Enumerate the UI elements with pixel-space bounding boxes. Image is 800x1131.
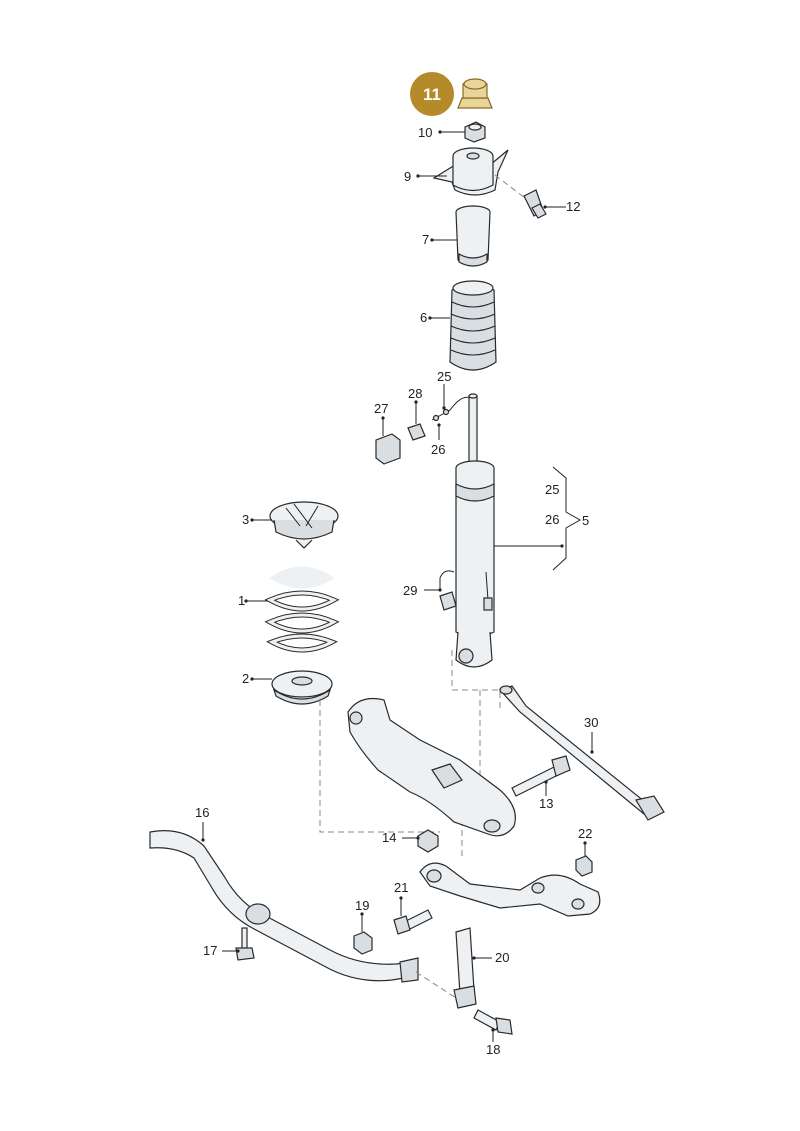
label-20: 20 bbox=[495, 950, 509, 965]
label-28: 28 bbox=[408, 386, 422, 401]
label-2: 2 bbox=[242, 671, 249, 686]
label-1: 1 bbox=[238, 593, 245, 608]
label-25-sensor: 25 bbox=[437, 369, 451, 384]
highlight-badge[interactable] bbox=[410, 72, 454, 116]
bolt-part-12[interactable] bbox=[523, 189, 547, 219]
top-mount-part-9[interactable] bbox=[432, 147, 509, 196]
label-13: 13 bbox=[539, 796, 553, 811]
label-26-sensor: 26 bbox=[431, 442, 445, 457]
bolt-part-18[interactable] bbox=[473, 1009, 513, 1035]
spring-link-arm[interactable] bbox=[347, 697, 516, 837]
label-29: 29 bbox=[403, 583, 417, 598]
label-30: 30 bbox=[584, 715, 598, 730]
bolt-part-21[interactable] bbox=[393, 909, 433, 935]
label-19: 19 bbox=[355, 898, 369, 913]
label-22: 22 bbox=[578, 826, 592, 841]
label-27: 27 bbox=[374, 401, 388, 416]
label-18: 18 bbox=[486, 1042, 500, 1057]
coil-spring-part-1[interactable] bbox=[264, 566, 340, 653]
toe-link-part-30[interactable] bbox=[498, 685, 665, 821]
label-26-group: 26 bbox=[545, 512, 559, 527]
label-10: 10 bbox=[418, 125, 432, 140]
coupling-rod-part-20[interactable] bbox=[453, 927, 477, 1009]
label-25-group: 25 bbox=[545, 482, 559, 497]
protective-cap-part-7[interactable] bbox=[455, 205, 491, 267]
nut-part-22[interactable] bbox=[575, 855, 593, 877]
nut-part-19[interactable] bbox=[353, 931, 373, 955]
nut-part-14[interactable] bbox=[417, 829, 439, 853]
plug-part-28[interactable] bbox=[407, 423, 426, 441]
label-21: 21 bbox=[394, 880, 408, 895]
bellows-part-6[interactable] bbox=[449, 280, 497, 371]
bump-stop-part-11[interactable] bbox=[457, 78, 493, 109]
label-3: 3 bbox=[242, 512, 249, 527]
label-6: 6 bbox=[420, 310, 427, 325]
bolt-part-13[interactable] bbox=[511, 755, 571, 797]
highlight-callout-11[interactable]: 11 bbox=[410, 72, 493, 116]
connector-part-27[interactable] bbox=[375, 433, 401, 465]
label-9: 9 bbox=[404, 169, 411, 184]
upper-control-arm[interactable] bbox=[419, 862, 601, 917]
label-5: 5 bbox=[582, 513, 589, 528]
nut-part-10[interactable] bbox=[464, 121, 486, 143]
stabilizer-bar-part-16[interactable] bbox=[149, 830, 419, 983]
label-17: 17 bbox=[203, 943, 217, 958]
upper-spring-seat-part-3[interactable] bbox=[269, 501, 339, 549]
label-7: 7 bbox=[422, 232, 429, 247]
sensor-wire-part-25-26[interactable] bbox=[431, 396, 475, 422]
lower-spring-seat-part-2[interactable] bbox=[271, 670, 333, 705]
bolt-part-17[interactable] bbox=[235, 927, 255, 961]
label-12: 12 bbox=[566, 199, 580, 214]
label-14: 14 bbox=[382, 830, 396, 845]
label-16: 16 bbox=[195, 805, 209, 820]
highlight-badge-label: 11 bbox=[423, 85, 441, 104]
shock-absorber-part-5[interactable] bbox=[439, 393, 495, 668]
